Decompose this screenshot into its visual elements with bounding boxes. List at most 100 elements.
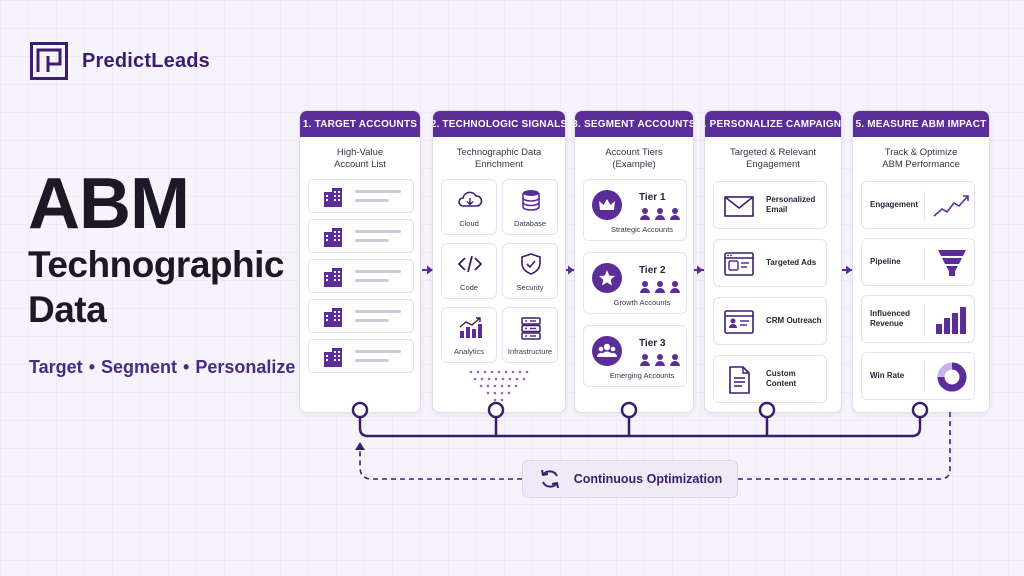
- placeholder-line: [355, 310, 401, 313]
- server-icon: [521, 317, 541, 340]
- divider: [924, 362, 925, 392]
- document-icon: [729, 366, 750, 394]
- tile-label: Analytics: [453, 347, 484, 356]
- campaign-crm: CRM Outreach: [713, 297, 827, 345]
- tile-cloud: Cloud: [441, 179, 497, 235]
- logo-mark-icon: [30, 42, 68, 80]
- loop-label: Continuous Optimization: [573, 472, 723, 486]
- metric-win-rate: Win Rate: [861, 352, 975, 400]
- step-subtitle: High-Value Account List: [300, 147, 420, 171]
- divider: [924, 248, 925, 278]
- placeholder-line: [355, 319, 389, 322]
- hero-block: ABM Technographic Data: [28, 168, 284, 331]
- shield-icon: [521, 253, 541, 275]
- building-icon: [324, 308, 342, 327]
- building-icon: [324, 188, 342, 207]
- tagline-personalize: Personalize: [195, 357, 296, 377]
- crown-icon: [599, 199, 615, 210]
- feedback-bus: [358, 418, 922, 438]
- tile-code: Code: [441, 243, 497, 299]
- tier-badge: [592, 190, 622, 220]
- tier-card-3: Tier 3 Emerging Accounts: [583, 325, 687, 387]
- star-icon: [599, 270, 615, 286]
- step-subtitle-line: High-Value: [336, 147, 384, 158]
- arrow-3-icon: [697, 265, 703, 275]
- step-subtitle-line: Technographic Data: [456, 147, 542, 158]
- placeholder-line: [355, 279, 389, 282]
- tier-badge: [592, 263, 622, 293]
- campaign-label-line: Targeted Ads: [766, 257, 817, 267]
- step-header: 4. PERSONALIZE CAMPAIGNS: [705, 111, 841, 137]
- tile-label: Security: [516, 283, 544, 292]
- step-subtitle-line: Engagement: [746, 158, 800, 170]
- campaign-label-line: Custom Content: [766, 368, 797, 388]
- tile-label: Cloud: [459, 219, 479, 228]
- tile-label: Infrastructure: [507, 347, 553, 356]
- tile-analytics: Analytics: [441, 307, 497, 363]
- step-subtitle-line: Account Tiers: [605, 147, 663, 158]
- step-personalize-campaigns: 4. PERSONALIZE CAMPAIGNS Targeted & Rele…: [704, 110, 842, 413]
- placeholder-line: [355, 359, 389, 362]
- building-icon: [324, 228, 342, 247]
- account-row: [308, 179, 414, 213]
- placeholder-line: [355, 199, 389, 202]
- loop-arrowhead-icon: [355, 442, 365, 450]
- campaign-label: CRM Outreach: [766, 298, 822, 344]
- account-row: [308, 219, 414, 253]
- tagline-segment: Segment: [101, 357, 178, 377]
- continuous-optimization: Continuous Optimization: [522, 460, 738, 498]
- tier-card-1: Tier 1 Strategic Accounts: [583, 179, 687, 241]
- envelope-icon: [724, 196, 754, 217]
- hero-subtitle-1: Technographic: [28, 244, 284, 285]
- tier-desc: Emerging Accounts: [609, 371, 675, 380]
- tile-infrastructure: Infrastructure: [502, 307, 558, 363]
- step-subtitle: Track & Optimize ABM Performance: [853, 147, 989, 171]
- people-icon: [640, 208, 680, 220]
- account-row: [308, 299, 414, 333]
- donut-chart-icon: [937, 362, 967, 392]
- tile-label: Code: [460, 283, 478, 292]
- metric-label-line: Revenue: [870, 319, 904, 328]
- metric-label: Pipeline: [870, 256, 901, 266]
- metric-label: Engagement: [870, 199, 919, 209]
- brand-name: PredictLeads: [82, 49, 211, 72]
- step-target-accounts: 1. TARGET ACCOUNTS High-Value Account Li…: [299, 110, 421, 413]
- divider: [924, 305, 925, 335]
- ad-window-icon: [724, 252, 754, 276]
- funnel-icon: [938, 250, 966, 276]
- step-subtitle-line: Track & Optimize: [884, 147, 958, 158]
- tier-badge: [592, 336, 622, 366]
- account-row: [308, 259, 414, 293]
- placeholder-line: [355, 239, 389, 242]
- hero-title: ABM: [28, 164, 190, 244]
- step-segment-accounts: 3. SEGMENT ACCOUNTS Account Tiers (Examp…: [574, 110, 694, 413]
- tier-card-2: Tier 2 Growth Accounts: [583, 252, 687, 314]
- placeholder-line: [355, 270, 401, 273]
- group-icon: [596, 343, 618, 357]
- step-subtitle-line: (Example): [612, 158, 656, 170]
- refresh-icon: [540, 469, 559, 489]
- contact-card-icon: [724, 310, 754, 334]
- hero-subtitle-2: Data: [28, 289, 107, 331]
- metric-label: Win Rate: [870, 370, 905, 380]
- bar-chart-icon: [936, 307, 966, 334]
- account-row: [308, 339, 414, 373]
- code-icon: [457, 255, 483, 273]
- step-subtitle: Targeted & Relevant Engagement: [705, 147, 841, 171]
- cloud-icon: [458, 191, 483, 207]
- tile-database: Database: [502, 179, 558, 235]
- divider: [924, 191, 925, 221]
- step-subtitle: Account Tiers (Example): [575, 147, 693, 171]
- step-header: 2. TECHNOLOGIC SIGNALS: [433, 111, 565, 137]
- campaign-label: Targeted Ads: [766, 240, 816, 286]
- people-icon: [640, 354, 680, 366]
- building-icon: [324, 348, 342, 367]
- trend-line-icon: [933, 195, 969, 217]
- campaign-label-line: CRM Outreach: [766, 315, 822, 325]
- tier-name: Tier 1: [639, 192, 666, 203]
- step-subtitle-line: ABM Performance: [882, 158, 960, 170]
- placeholder-line: [355, 190, 401, 193]
